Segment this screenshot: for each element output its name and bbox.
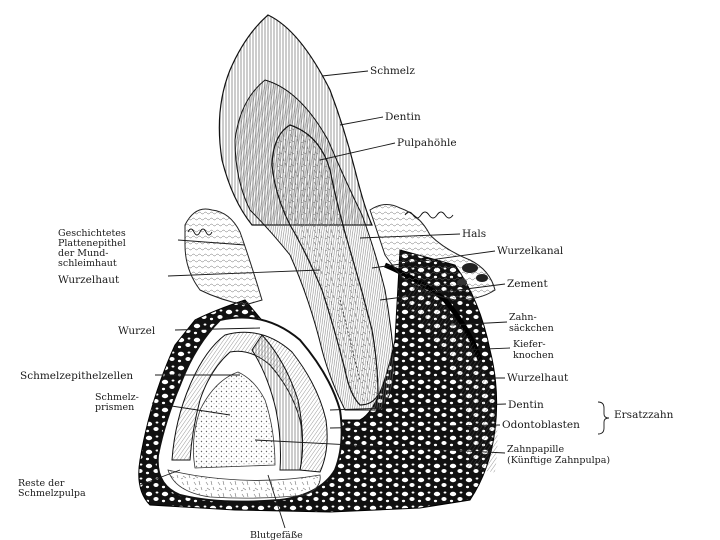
label-pulpahoehle: Pulpahöhle (397, 137, 457, 149)
label-kieferknochen-1: Kiefer- (513, 339, 546, 350)
label-schmelzprismen-1: Schmelz- (95, 392, 139, 403)
label-schmelz: Schmelz (370, 65, 415, 77)
label-schmelzpulpa-2: Schmelzpulpa (18, 488, 86, 499)
gum-tissue (184, 204, 498, 473)
label-zahnsaeckchen-1: Zahn- (509, 312, 537, 323)
label-schmelzpulpa-1: Reste der (18, 478, 65, 489)
label-zahnpapille-1: Zahnpapille (507, 444, 564, 455)
label-plattenepithel-2: Plattenepithel (58, 238, 126, 249)
label-ersatzzahn: Ersatzzahn (614, 409, 674, 421)
label-kieferknochen-2: knochen (513, 350, 554, 361)
label-blutgefaesse: Blutgefäße (250, 530, 303, 540)
label-plattenepithel-1: Geschichtetes (58, 228, 126, 239)
label-plattenepithel-3: der Mund- (58, 248, 109, 259)
label-dentin: Dentin (385, 111, 421, 123)
leader-lines (139, 70, 610, 529)
label-wurzelkanal: Wurzelkanal (497, 245, 564, 257)
label-schmelzprismen-2: prismen (95, 402, 134, 413)
label-zahnsaeckchen-2: säckchen (509, 323, 554, 334)
replacement-tooth-germ (156, 316, 343, 503)
label-wurzelhaut-right: Wurzelhaut (507, 372, 569, 384)
label-odontoblasten: Odontoblasten (502, 419, 580, 431)
labels: Schmelz Dentin Pulpahöhle Hals Wurzelkan… (18, 65, 674, 540)
label-dentin-ersatz: Dentin (508, 399, 544, 411)
erupted-tooth (218, 14, 396, 411)
label-wurzel: Wurzel (118, 325, 156, 337)
label-wurzelhaut-left: Wurzelhaut (58, 274, 120, 286)
label-schmelzepithelzellen: Schmelzepithelzellen (20, 370, 133, 382)
label-plattenepithel-4: schleimhaut (58, 258, 117, 269)
label-hals: Hals (462, 228, 486, 240)
label-zement: Zement (507, 278, 548, 290)
label-zahnpapille-2: (Künftige Zahnpulpa) (507, 455, 610, 466)
